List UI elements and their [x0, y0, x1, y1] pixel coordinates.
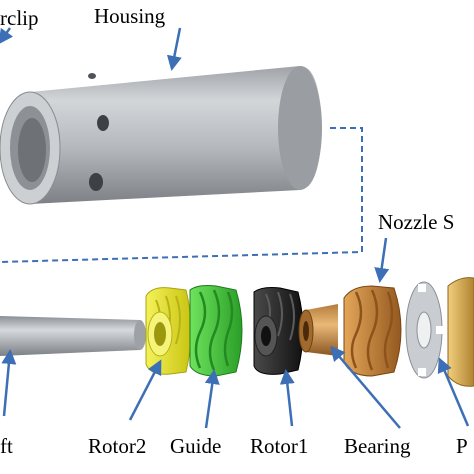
label-p: P — [456, 434, 468, 458]
guide-part — [189, 285, 243, 377]
label-guide: Guide — [170, 434, 222, 458]
arrow-rotor1 — [279, 369, 295, 427]
arrow-rotor2 — [128, 359, 162, 421]
bearing-part — [298, 304, 338, 356]
label-shaft: ft — [0, 434, 13, 458]
arrow-nozzle — [374, 237, 390, 283]
housing-part — [0, 66, 322, 205]
arrow-circlip — [0, 27, 14, 45]
seal-disc-part — [405, 281, 444, 379]
arrow-housing — [166, 27, 182, 71]
nozzle-part — [343, 285, 402, 377]
arrow-guide — [204, 369, 220, 429]
arrow-shaft — [1, 349, 17, 417]
label-housing: Housing — [94, 4, 166, 28]
label-rotor2: Rotor2 — [88, 434, 147, 458]
arrow-p — [437, 357, 470, 427]
label-bearing: Bearing — [344, 434, 411, 458]
arrow-bearing — [330, 345, 401, 429]
rotor1-part — [253, 287, 304, 375]
label-rotor1: Rotor1 — [250, 434, 309, 458]
label-arrows — [0, 27, 470, 429]
gold-end-part — [447, 277, 474, 387]
label-circlip: rclip — [0, 6, 39, 30]
label-nozzle: Nozzle S — [378, 210, 455, 234]
rotor2-part — [145, 287, 192, 375]
dashed-connector-line — [0, 127, 363, 263]
shaft-part — [0, 316, 146, 356]
